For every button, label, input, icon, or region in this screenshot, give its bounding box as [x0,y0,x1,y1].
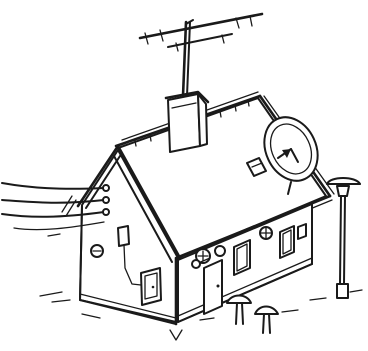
tv-antenna-icon [140,14,262,96]
gable-round-window [91,245,103,257]
side-small-window [298,224,306,239]
side-round-window-2 [260,227,272,239]
mushroom-icon [227,296,278,334]
side-window-2 [280,226,294,258]
side-round-window-3 [215,246,225,256]
chimney-icon [166,92,208,152]
side-window-1 [234,240,250,275]
meter-box-icon [141,268,161,305]
street-lamp-icon [327,178,362,298]
